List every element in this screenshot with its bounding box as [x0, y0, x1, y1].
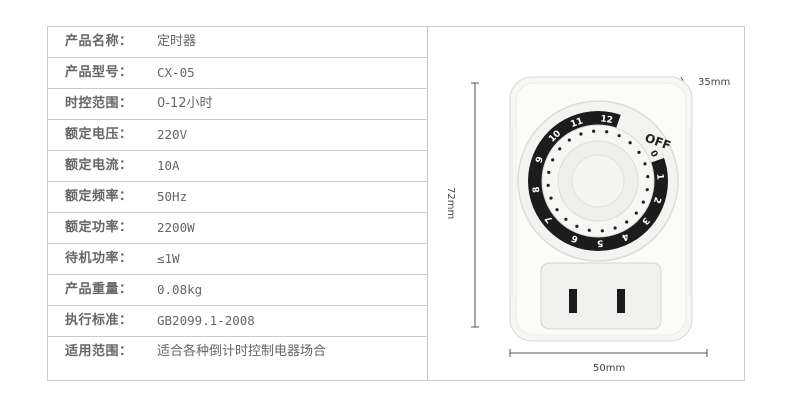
- dial-tick-dot: [634, 211, 638, 215]
- spec-label: 额定电压：: [65, 127, 133, 142]
- dial-tick-dot: [637, 150, 641, 154]
- dial-knob[interactable]: [571, 154, 625, 208]
- spec-value: 0-12小时: [157, 96, 213, 111]
- spec-row-frequency: 额定频率： 50Hz: [48, 182, 427, 213]
- spec-table: 产品名称： 定时器 产品型号： CX-05 时控范围： 0-12小时 额定电压：…: [48, 27, 428, 380]
- spec-value: 定时器: [157, 34, 197, 49]
- dial-number: 6: [570, 232, 580, 244]
- dial-tick-dot: [579, 132, 583, 136]
- spec-row-name: 产品名称： 定时器: [48, 27, 427, 58]
- spec-value: 220V: [157, 127, 188, 142]
- spec-value: 适合各种倒计时控制电器场合: [157, 344, 327, 359]
- spec-sheet-frame: 产品名称： 定时器 产品型号： CX-05 时控范围： 0-12小时 额定电压：…: [47, 26, 745, 381]
- spec-row-time-range: 时控范围： 0-12小时: [48, 89, 427, 120]
- dial-number: 3: [639, 215, 651, 226]
- dial-tick-dot: [592, 129, 596, 133]
- dial-number: 0: [647, 149, 659, 159]
- dial-tick-dot: [605, 130, 609, 134]
- dial-number: 1: [654, 173, 664, 180]
- dial-tick-dot: [643, 162, 647, 166]
- dial-tick-dot: [641, 200, 645, 204]
- spec-value: 50Hz: [157, 189, 188, 204]
- spec-value: 0.08kg: [157, 282, 203, 297]
- spec-row-weight: 产品重量： 0.08kg: [48, 275, 427, 306]
- dial-tick-dot: [547, 170, 551, 174]
- spec-row-current: 额定电流： 10A: [48, 151, 427, 182]
- dial-number: 4: [620, 230, 630, 242]
- spec-label: 产品名称：: [65, 34, 133, 49]
- spec-label: 适用范围：: [65, 344, 133, 359]
- dial-number: 9: [534, 155, 546, 164]
- spec-row-power: 额定功率： 2200W: [48, 213, 427, 244]
- dial-tick-dot: [567, 138, 571, 142]
- dial-tick-dot: [613, 226, 617, 230]
- socket-hole-left: [569, 289, 577, 313]
- dial-tick-dot: [564, 217, 568, 221]
- spec-label: 产品型号：: [65, 65, 133, 80]
- dial-number: 11: [569, 116, 584, 130]
- spec-value: GB2099.1-2008: [157, 313, 255, 328]
- dial-tick-dot: [617, 134, 621, 138]
- spec-row-standard: 执行标准： GB2099.1-2008: [48, 306, 427, 337]
- spec-row-model: 产品型号： CX-05: [48, 58, 427, 89]
- dial-tick-dot: [555, 208, 559, 212]
- dial-tick-dot: [625, 220, 629, 224]
- spec-row-standby: 待机功率： ≤1W: [48, 244, 427, 275]
- dial-tick-dot: [551, 158, 555, 162]
- dial-tick-dot: [600, 229, 604, 233]
- spec-label: 待机功率：: [65, 251, 133, 266]
- spec-label: 时控范围：: [65, 96, 133, 111]
- spec-value: 10A: [157, 158, 180, 173]
- dial-tick-dot: [628, 141, 632, 145]
- spec-label: 产品重量：: [65, 282, 133, 297]
- depth-label: 35mm: [698, 77, 731, 88]
- dial-number: 2: [651, 195, 662, 204]
- spec-label: 额定电流：: [65, 158, 133, 173]
- spec-label: 执行标准：: [65, 313, 133, 328]
- dial-number: 5: [597, 237, 604, 247]
- spec-value: 2200W: [157, 220, 195, 235]
- spec-label: 额定功率：: [65, 220, 133, 235]
- dial-tick-dot: [646, 175, 650, 179]
- spec-value: ≤1W: [157, 251, 180, 266]
- width-label: 50mm: [593, 363, 626, 374]
- dial-tick-dot: [546, 183, 550, 187]
- socket-hole-right: [617, 289, 625, 313]
- dial-number: 8: [532, 186, 543, 194]
- dial-tick-dot: [575, 224, 579, 228]
- spec-row-usage: 适用范围： 适合各种倒计时控制电器场合: [48, 337, 427, 368]
- dial-tick-dot: [645, 188, 649, 192]
- dial-tick-dot: [587, 228, 591, 232]
- spec-value: CX-05: [157, 65, 195, 80]
- spec-label: 额定频率：: [65, 189, 133, 204]
- spec-row-voltage: 额定电压： 220V: [48, 120, 427, 151]
- dial-tick-dot: [558, 147, 562, 151]
- dial-number: 7: [544, 213, 556, 224]
- height-label: 72mm: [445, 187, 456, 220]
- socket-outlet: [540, 262, 662, 330]
- dial-tick-dot: [549, 196, 553, 200]
- dial-number: 12: [600, 114, 614, 126]
